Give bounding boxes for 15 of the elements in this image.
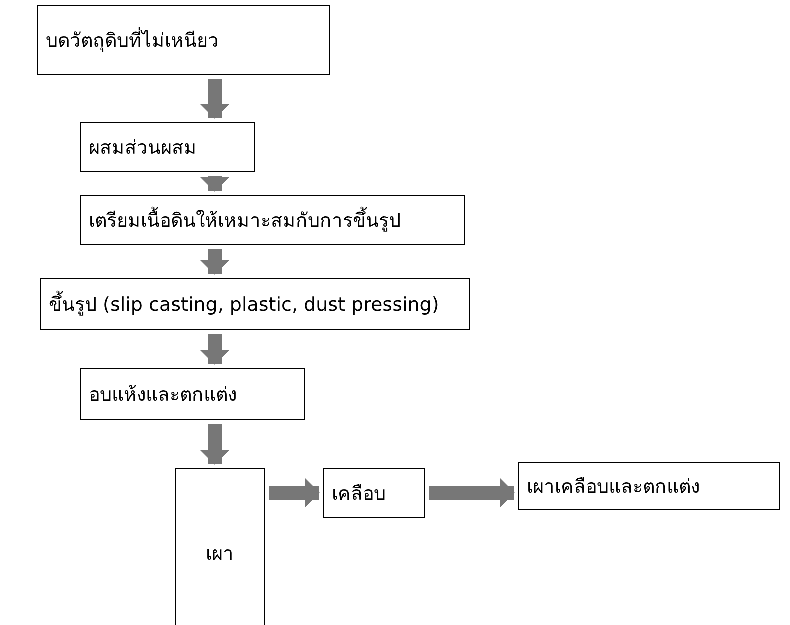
- process-box: ขึ้นรูป (slip casting, plastic, dust pressing): [40, 278, 470, 330]
- arrow: [200, 79, 230, 119]
- arrow: [429, 478, 515, 508]
- arrow: [200, 249, 230, 275]
- process-box: ผสมส่วนผสม: [80, 122, 255, 172]
- process-box: เคลือบ: [323, 468, 425, 518]
- arrow: [200, 176, 230, 192]
- arrow: [269, 478, 320, 508]
- process-box: เผาเคลือบและตกแต่ง: [518, 462, 780, 510]
- arrow: [200, 334, 230, 365]
- process-box: เตรียมเนื้อดินให้เหมาะสมกับการขึ้นรูป: [80, 195, 465, 245]
- process-box: อบแห้งและตกแต่ง: [80, 368, 305, 420]
- arrow: [200, 424, 230, 465]
- process-box: เผา: [175, 468, 265, 625]
- process-box: บดวัตถุดิบที่ไม่เหนียว: [37, 5, 330, 75]
